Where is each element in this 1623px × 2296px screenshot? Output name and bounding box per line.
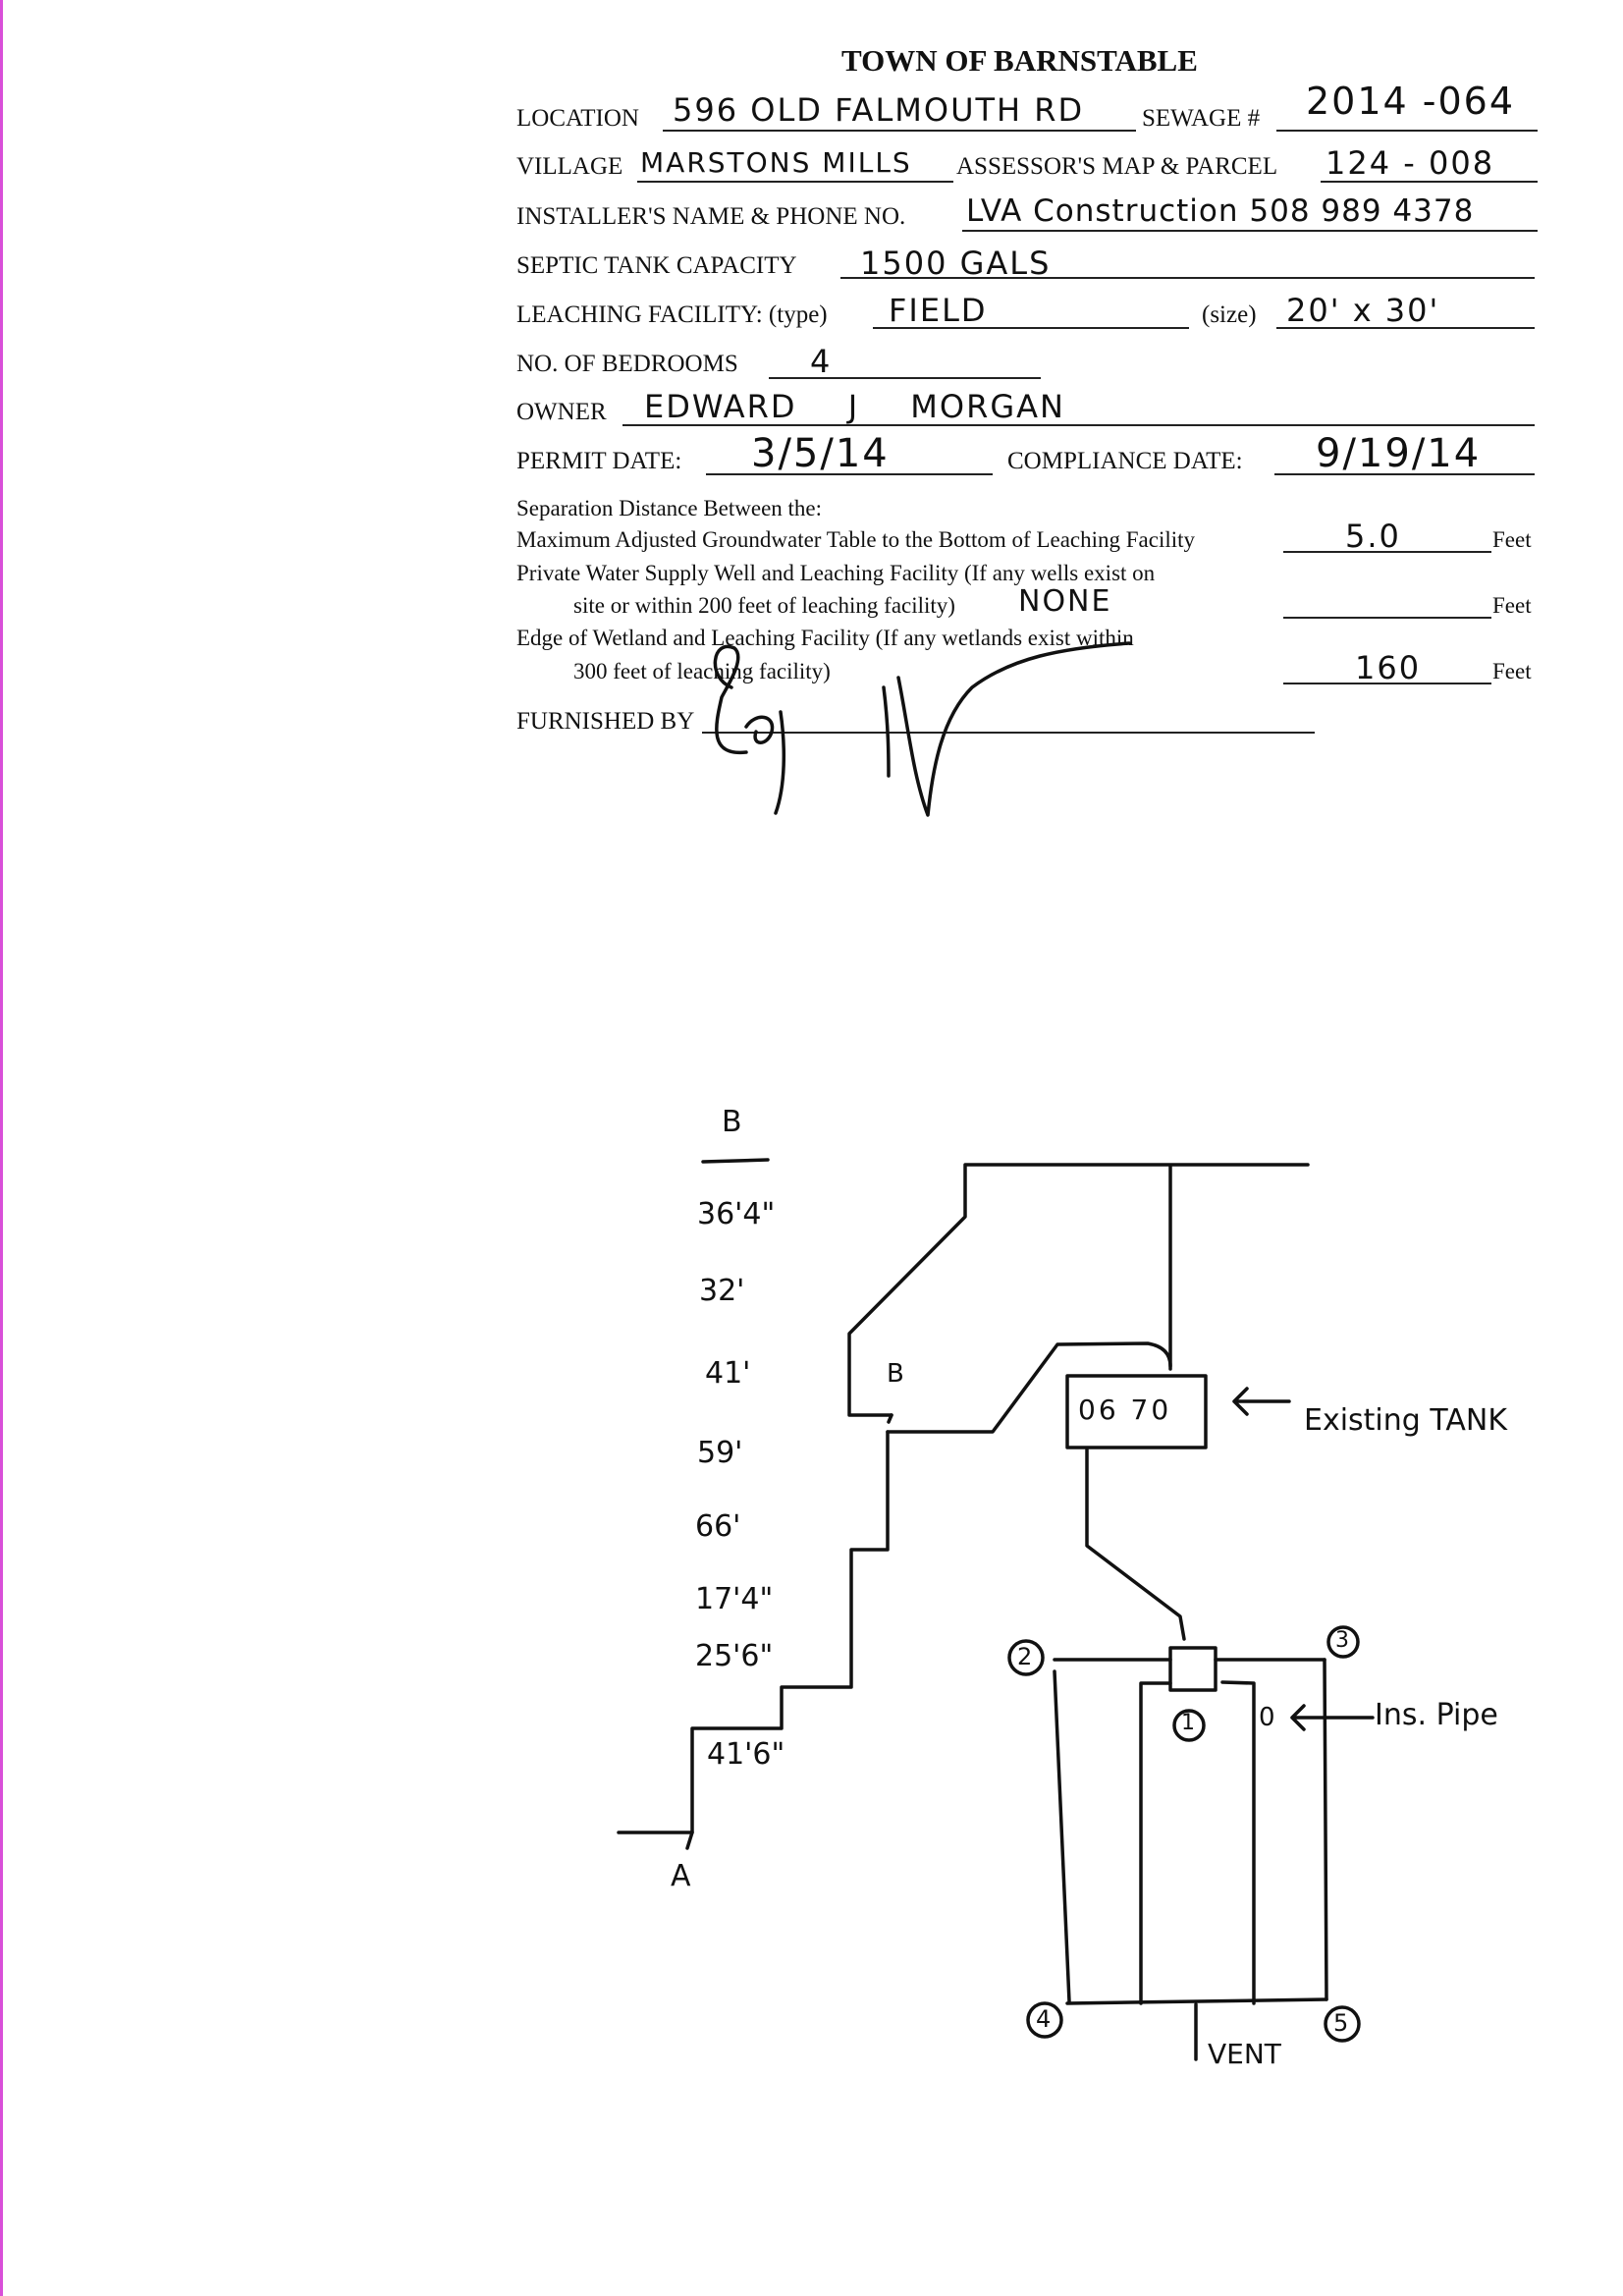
measurement-3: 41' [705, 1356, 751, 1391]
field-inner-right [1220, 1680, 1256, 2005]
installer-value: LVA Construction 508 989 4378 [966, 193, 1475, 229]
existing-tank-box [1065, 1374, 1208, 1449]
well-separation-label: Private Water Supply Well and Leaching F… [516, 561, 1156, 585]
location-value: 596 OLD FALMOUTH RD [673, 91, 1085, 129]
compliance-date-label: COMPLIANCE DATE: [1007, 448, 1243, 474]
sewage-line [1276, 130, 1538, 132]
tank-outlet-pipe [1085, 1448, 1186, 1641]
bedrooms-line [769, 377, 1041, 379]
field-left-edge [1053, 1669, 1071, 2003]
corner-label-4: 4 [1036, 2005, 1052, 2033]
owner-label: OWNER [516, 399, 607, 425]
location-line [663, 130, 1136, 132]
corner-marker-5 [1324, 2005, 1361, 2043]
form-title: TOWN OF BARNSTABLE [841, 43, 1198, 78]
point-a-label: A [671, 1859, 691, 1893]
scan-edge [0, 0, 3, 2296]
compliance-date-value: 9/19/14 [1316, 431, 1482, 476]
property-staircase [617, 1430, 890, 1834]
measurement-7: 25'6" [695, 1639, 774, 1673]
point-b-label: B [887, 1359, 904, 1389]
measurement-6: 17'4" [695, 1582, 774, 1616]
installer-label: INSTALLER'S NAME & PHONE NO. [516, 203, 906, 230]
field-bottom-line [1065, 1997, 1328, 2005]
corner-marker-3 [1326, 1625, 1360, 1659]
sewage-label: SEWAGE # [1142, 105, 1261, 132]
feet-unit-2: Feet [1492, 593, 1532, 618]
existing-tank-label: Existing TANK [1304, 1403, 1507, 1438]
wetland-separation-label: Edge of Wetland and Leaching Facility (I… [516, 626, 1134, 650]
location-label: LOCATION [516, 105, 639, 132]
bedrooms-label: NO. OF BEDROOMS [516, 351, 738, 377]
measurement-8: 41'6" [707, 1737, 785, 1772]
b-tick [887, 1413, 893, 1424]
groundwater-separation-line [1283, 551, 1491, 553]
separation-heading: Separation Distance Between the: [516, 496, 823, 520]
distribution-box [1168, 1646, 1217, 1692]
feet-unit-3: Feet [1492, 659, 1532, 683]
measurement-1: 36'4" [697, 1197, 776, 1231]
corner-label-5: 5 [1333, 2009, 1349, 2037]
leaching-size-label: (size) [1202, 301, 1257, 328]
tank-number: 06 70 [1078, 1394, 1172, 1426]
measurement-4: 59' [697, 1436, 743, 1470]
village-line [637, 181, 953, 183]
permit-date-value: 3/5/14 [751, 431, 890, 476]
wetland-separation-label-cont: 300 feet of leaching facility) [573, 659, 831, 683]
ins-pipe-arrow [1290, 1704, 1375, 1731]
tank-capacity-value: 1500 GALS [860, 245, 1052, 282]
field-inner-left [1139, 1681, 1172, 2005]
corner-label-1: 1 [1181, 1711, 1195, 1735]
installer-line [962, 230, 1538, 232]
signature [713, 641, 1131, 817]
corner-marker-1 [1172, 1709, 1206, 1742]
well-separation-note: NONE [1018, 584, 1112, 619]
sketch-b-header: B [722, 1105, 742, 1139]
wetland-separation-line [1283, 683, 1491, 684]
village-value: MARSTONS MILLS [640, 146, 912, 179]
measurement-5: 66' [695, 1509, 741, 1544]
groundwater-separation-label: Maximum Adjusted Groundwater Table to th… [516, 527, 1196, 552]
house-outline [847, 1163, 1310, 1417]
ins-pipe-marker: 0 [1259, 1703, 1275, 1732]
leaching-size-value: 20' x 30' [1286, 292, 1440, 329]
a-tick [685, 1831, 694, 1850]
leaching-type-value: FIELD [889, 292, 988, 329]
compliance-date-line [1274, 473, 1535, 475]
village-label: VILLAGE [516, 153, 623, 180]
corner-marker-4 [1026, 2001, 1063, 2039]
corner-label-3: 3 [1335, 1628, 1349, 1653]
permit-date-label: PERMIT DATE: [516, 448, 682, 474]
ins-pipe-label: Ins. Pipe [1375, 1698, 1498, 1732]
field-right-edge [1323, 1658, 1328, 2001]
leaching-type-label: LEACHING FACILITY: (type) [516, 301, 828, 328]
bedrooms-value: 4 [810, 343, 833, 380]
well-separation-line [1283, 617, 1491, 619]
assessor-line [1321, 181, 1538, 183]
tank-capacity-line [840, 277, 1535, 279]
leaching-size-line [1276, 327, 1535, 329]
assessor-label: ASSESSOR'S MAP & PARCEL [956, 153, 1278, 180]
vent-label: VENT [1208, 2038, 1281, 2070]
wetland-separation-value: 160 [1355, 649, 1422, 686]
owner-value: EDWARD J MORGAN [644, 388, 1065, 425]
owner-line [622, 424, 1535, 426]
b-underline [701, 1158, 770, 1164]
corner-label-2: 2 [1017, 1643, 1033, 1670]
furnished-by-label: FURNISHED BY [516, 708, 695, 735]
measurement-2: 32' [699, 1274, 745, 1308]
leaching-type-line [873, 327, 1189, 329]
groundwater-separation-value: 5.0 [1345, 518, 1401, 555]
corner-marker-2 [1007, 1639, 1045, 1676]
tank-capacity-label: SEPTIC TANK CAPACITY [516, 252, 797, 279]
well-separation-label-cont: site or within 200 feet of leaching faci… [573, 593, 955, 618]
assessor-value: 124 - 008 [1325, 144, 1495, 182]
feet-unit-1: Feet [1492, 527, 1532, 552]
permit-date-line [706, 473, 993, 475]
sewage-value: 2014 -064 [1306, 80, 1516, 123]
existing-tank-arrow [1232, 1387, 1291, 1416]
furnished-by-line [702, 732, 1315, 734]
